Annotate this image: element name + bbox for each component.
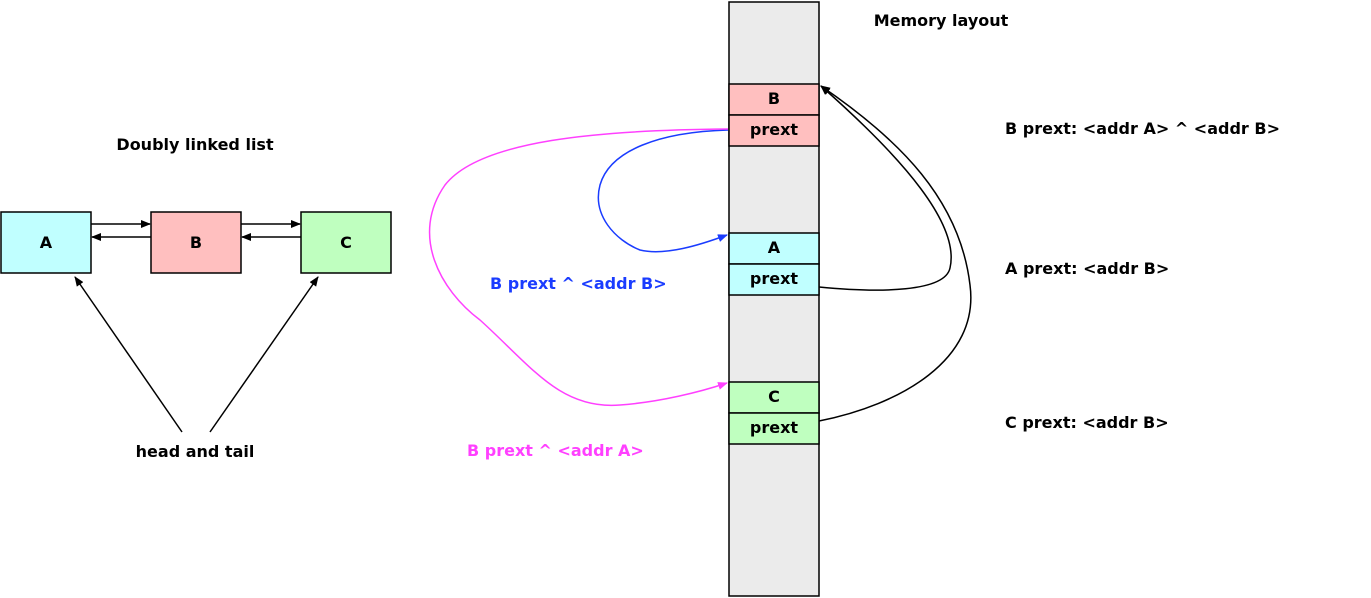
annotation-c-prext: C prext: <addr B> <box>1005 413 1169 432</box>
arrow-c-prext-to-b <box>818 85 972 422</box>
list-node-c: C <box>300 211 392 274</box>
memory-block-c-name: C <box>768 387 780 406</box>
arrow-magenta-b-to-c <box>428 128 729 407</box>
memory-block-a-field: prext <box>750 269 799 288</box>
annotation-a-prext: A prext: <addr B> <box>1005 259 1169 278</box>
memory-block-b-field: prext <box>750 120 799 139</box>
memory-block-b-name: B <box>768 89 780 108</box>
memory-block-b: B prext <box>728 83 820 147</box>
arrow-a-prext-to-b <box>818 85 952 291</box>
annotation-b-prext: B prext: <addr A> ^ <addr B> <box>1005 119 1280 138</box>
head-tail-label: head and tail <box>136 442 255 461</box>
blue-expression: B prext ^ <addr B> <box>490 274 667 293</box>
list-node-c-label: C <box>340 233 352 252</box>
list-node-b: B <box>150 211 242 274</box>
tail-arrow <box>209 276 319 433</box>
list-node-a-label: A <box>40 233 53 252</box>
arrow-blue-b-to-a <box>597 129 729 253</box>
memory-block-c: C prext <box>728 381 820 445</box>
memory-block-c-field: prext <box>750 418 799 437</box>
linked-list-title: Doubly linked list <box>116 135 274 154</box>
list-node-a: A <box>0 211 92 274</box>
memory-block-a-name: A <box>768 238 781 257</box>
list-node-b-label: B <box>190 233 202 252</box>
magenta-expression: B prext ^ <addr A> <box>467 441 644 460</box>
memory-block-a: A prext <box>728 232 820 296</box>
memory-layout-title: Memory layout <box>874 11 1009 30</box>
head-arrow <box>74 276 183 433</box>
